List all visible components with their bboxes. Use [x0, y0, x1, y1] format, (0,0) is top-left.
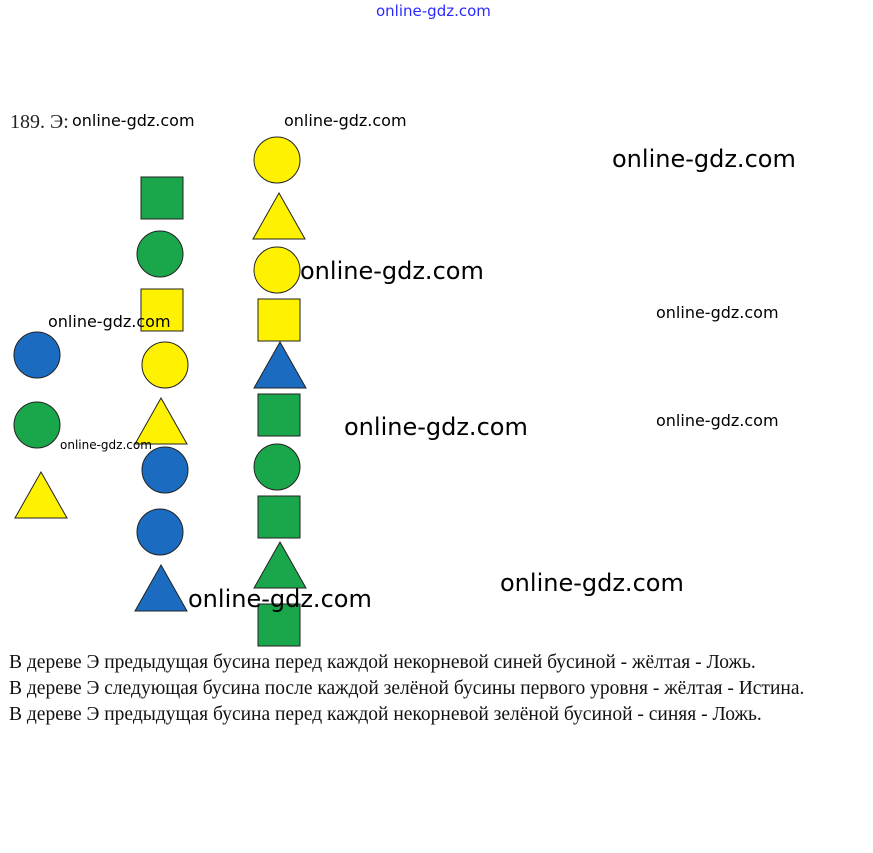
blue-triangle-bead	[253, 340, 307, 389]
blue-triangle-bead	[134, 563, 188, 612]
watermark: online-gdz.com	[284, 111, 407, 130]
answer-line: В дереве Э предыдущая бусина перед каждо…	[9, 704, 762, 725]
watermark: online-gdz.com	[612, 145, 796, 173]
watermark: online-gdz.com	[48, 312, 171, 331]
yellow-triangle-bead	[252, 191, 306, 240]
problem-number: 189. Э:	[10, 111, 69, 133]
green-circle-bead	[253, 443, 301, 491]
blue-circle-bead	[13, 331, 61, 379]
green-square-bead	[140, 176, 184, 220]
yellow-triangle-bead	[134, 396, 188, 445]
answer-text: В дереве Э предыдущая бусина перед каждо…	[9, 650, 871, 728]
watermark: online-gdz.com	[344, 413, 528, 441]
yellow-circle-bead	[253, 136, 301, 184]
green-square-bead	[257, 603, 301, 647]
green-square-bead	[257, 495, 301, 539]
watermark: online-gdz.com	[656, 411, 779, 430]
yellow-square-bead	[257, 298, 301, 342]
green-triangle-bead	[253, 540, 307, 589]
green-circle-bead	[13, 401, 61, 449]
header-watermark: online-gdz.com	[376, 2, 491, 20]
green-circle-bead	[136, 230, 184, 278]
watermark: online-gdz.com	[500, 569, 684, 597]
answer-line: В дереве Э предыдущая бусина перед каждо…	[9, 652, 756, 673]
blue-circle-bead	[136, 508, 184, 556]
yellow-circle-bead	[141, 341, 189, 389]
yellow-triangle-bead	[14, 470, 68, 519]
watermark: online-gdz.com	[656, 303, 779, 322]
blue-circle-bead	[141, 446, 189, 494]
yellow-square-bead	[140, 288, 184, 332]
yellow-circle-bead	[253, 246, 301, 294]
watermark: online-gdz.com	[188, 585, 372, 613]
watermark: online-gdz.com	[60, 438, 152, 452]
green-square-bead	[257, 393, 301, 437]
watermark: online-gdz.com	[72, 111, 195, 130]
watermark: online-gdz.com	[300, 257, 484, 285]
answer-line: В дереве Э следующая бусина после каждой…	[9, 678, 805, 699]
